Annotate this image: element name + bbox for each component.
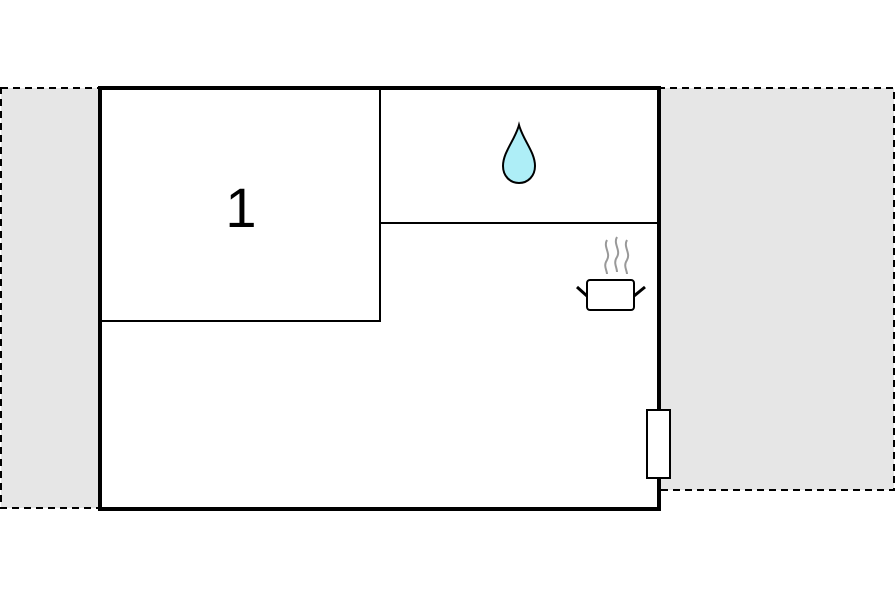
water-drop-icon <box>501 121 537 185</box>
steam-icon <box>614 236 620 273</box>
bedroom-wall <box>100 88 381 322</box>
pot-handle-left <box>575 285 589 298</box>
steam-icon <box>604 239 610 275</box>
terrace-right <box>657 87 895 491</box>
pot-body <box>586 279 635 311</box>
steam-icon <box>624 239 630 275</box>
pot-handle-right <box>633 285 646 298</box>
terrace-left <box>0 87 101 509</box>
cooking-pot-icon <box>575 236 646 311</box>
entrance-door <box>646 409 671 479</box>
room-number-label: 1 <box>225 176 256 239</box>
